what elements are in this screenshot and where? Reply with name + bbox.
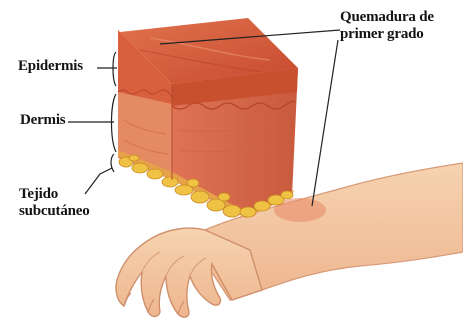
label-tejido-subcutaneo: Tejido subcutáneo [19, 186, 119, 220]
label-dermis: Dermis [20, 112, 65, 129]
epidermis-bracket [113, 52, 116, 86]
tejido-bracket [111, 154, 114, 172]
label-quemadura-primer-grado: Quemadura de primer grado [340, 9, 462, 43]
label-tejido-line-1: Tejido [19, 186, 119, 203]
dermis-bracket [112, 94, 117, 152]
quemadura-leader-arm [312, 40, 338, 206]
label-epidermis: Epidermis [18, 58, 83, 75]
label-quemadura-line-2: primer grado [340, 26, 462, 43]
label-quemadura-line-1: Quemadura de [340, 9, 462, 26]
label-tejido-line-2: subcutáneo [19, 203, 119, 220]
